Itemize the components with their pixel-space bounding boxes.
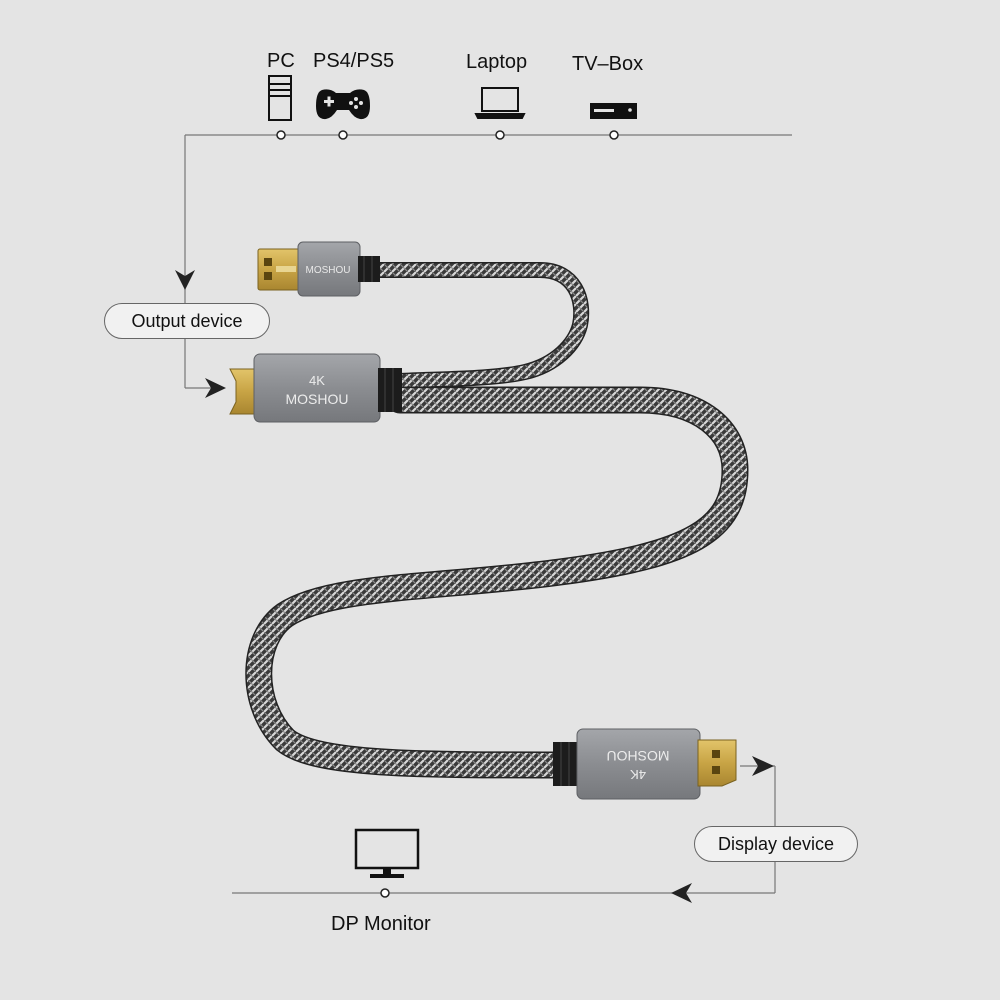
monitor-label: DP Monitor (331, 913, 431, 935)
device-label-tvbox: TV–Box (572, 53, 644, 75)
display-device-pill: Display device (694, 826, 858, 862)
arrow-right-icon (752, 756, 774, 776)
device-label-laptop: Laptop (466, 51, 528, 73)
arrow-right-icon (205, 378, 226, 398)
hdmi-connector: 4K MOSHOU (229, 353, 402, 423)
pc-tower-icon (268, 75, 292, 121)
usb-brand-text: MOSHOU (306, 265, 351, 276)
output-device-pill: Output device (104, 303, 270, 339)
hdmi-resolution-text: 4K (309, 373, 325, 388)
gamepad-icon (316, 89, 370, 120)
arrow-down-icon (175, 270, 195, 290)
laptop-icon (474, 87, 526, 119)
junction-dot (380, 888, 390, 898)
dp-resolution-text: 4K (630, 767, 646, 782)
junction-dots (276, 130, 619, 140)
output-device-label: Output device (131, 310, 243, 331)
usb-connector: MOSHOU (257, 241, 380, 297)
display-device-label: Display device (717, 833, 835, 854)
arrow-left-icon (671, 883, 692, 903)
hdmi-brand-text: MOSHOU (286, 391, 349, 407)
device-label-pc: PC (267, 50, 295, 72)
braided-cable (245, 262, 749, 779)
monitor-icon (354, 828, 420, 878)
device-label-ps: PS4/PS5 (313, 50, 395, 72)
dp-connector: 4K MOSHOU (553, 728, 737, 800)
tv-box-icon (590, 103, 637, 119)
dp-brand-text: MOSHOU (607, 748, 670, 764)
